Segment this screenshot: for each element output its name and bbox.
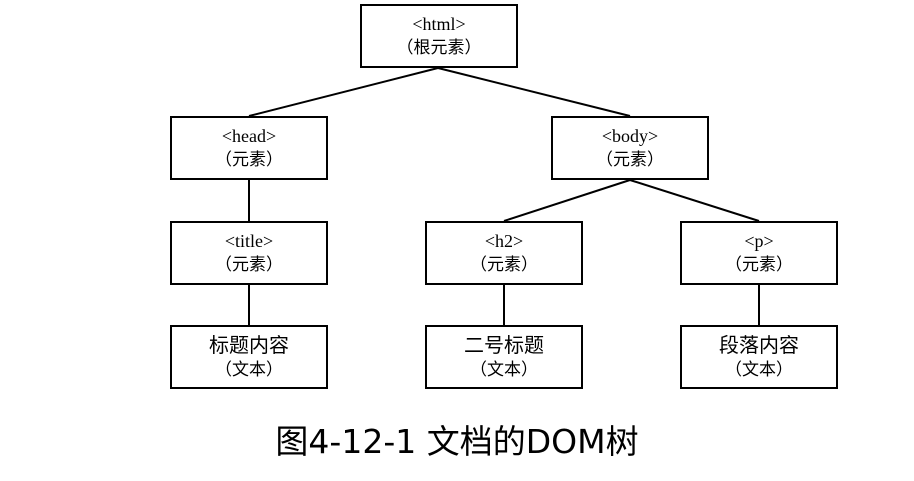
edge-body-p	[629, 179, 760, 222]
node-body: <body> （元素）	[551, 116, 709, 180]
node-body-label: （元素）	[596, 150, 664, 170]
figure-caption: 图4-12-1 文档的DOM树	[275, 422, 639, 461]
edge-html-body	[437, 67, 631, 117]
node-head: <head> （元素）	[170, 116, 328, 180]
node-h2: <h2> （元素）	[425, 221, 583, 285]
node-title-text: 标题内容 （文本）	[170, 325, 328, 389]
node-p-text: 段落内容 （文本）	[680, 325, 838, 389]
node-h2-label: （元素）	[470, 255, 538, 275]
node-title: <title> （元素）	[170, 221, 328, 285]
node-p-tag: <p>	[744, 231, 774, 251]
node-p: <p> （元素）	[680, 221, 838, 285]
node-html-label: （根元素）	[396, 38, 482, 58]
node-p-label: （元素）	[725, 255, 793, 275]
node-title-label: （元素）	[215, 255, 283, 275]
edge-body-h2	[503, 179, 631, 222]
node-body-tag: <body>	[601, 126, 659, 146]
node-h2-text-label: （文本）	[470, 360, 538, 380]
node-title-text-label: （文本）	[215, 360, 283, 380]
node-head-label: （元素）	[215, 150, 283, 170]
edge-html-head	[248, 67, 439, 117]
node-p-text-label: （文本）	[725, 360, 793, 380]
node-p-text-content: 段落内容	[719, 333, 799, 357]
node-head-tag: <head>	[221, 126, 277, 146]
node-title-tag: <title>	[224, 231, 274, 251]
node-title-text-content: 标题内容	[209, 333, 289, 357]
node-h2-tag: <h2>	[484, 231, 524, 251]
node-html-tag: <html>	[412, 14, 466, 34]
node-html: <html> （根元素）	[360, 4, 518, 68]
node-h2-text: 二号标题 （文本）	[425, 325, 583, 389]
node-h2-text-content: 二号标题	[464, 333, 544, 357]
